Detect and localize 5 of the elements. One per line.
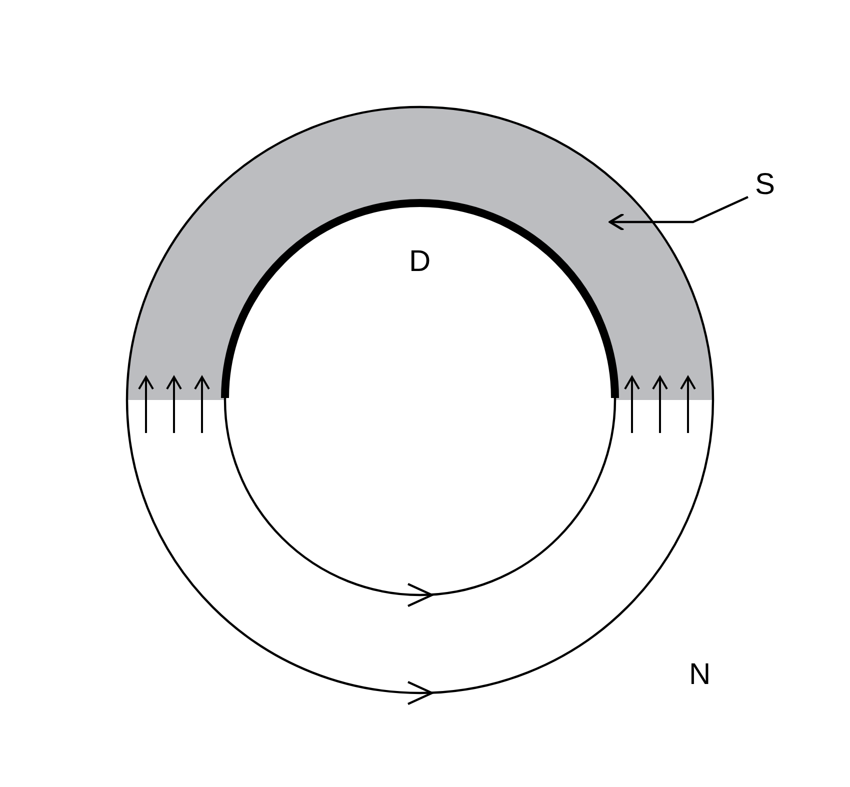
region-label: D <box>409 247 431 277</box>
region-label: S <box>755 170 776 200</box>
leader-line <box>608 196 748 232</box>
shaded-region <box>127 108 713 400</box>
region-label: N <box>689 660 711 690</box>
